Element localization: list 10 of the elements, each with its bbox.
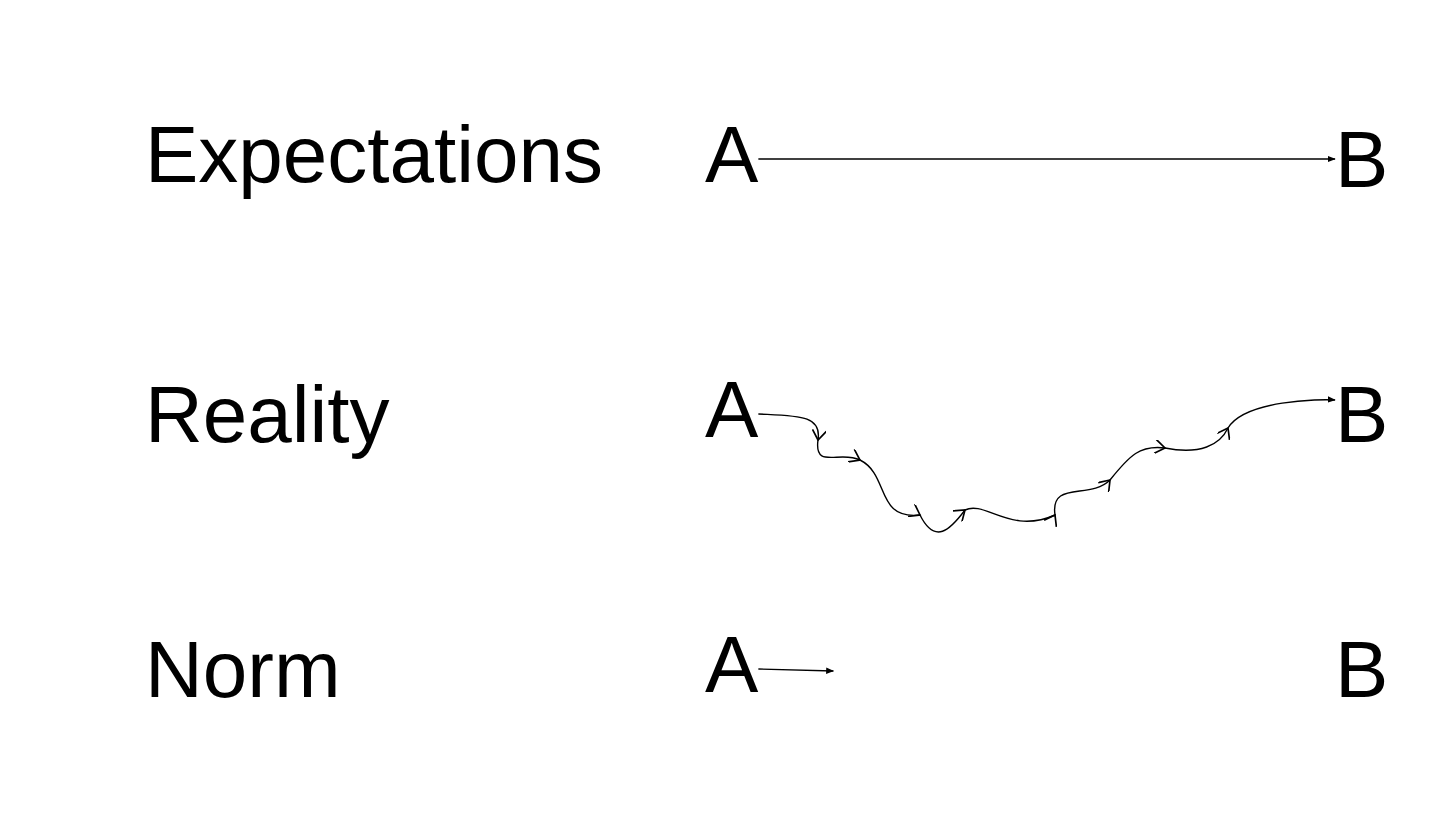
node-label: A [705,115,759,195]
node-label: A [705,370,759,450]
row-label: Norm [145,630,341,710]
node-label: B [1335,120,1389,200]
arrow [757,667,835,674]
wavy-arrow [757,396,1336,533]
node-label: B [1335,375,1389,455]
node-label: A [705,625,759,705]
arrow [757,155,1336,163]
node-label: B [1335,630,1389,710]
